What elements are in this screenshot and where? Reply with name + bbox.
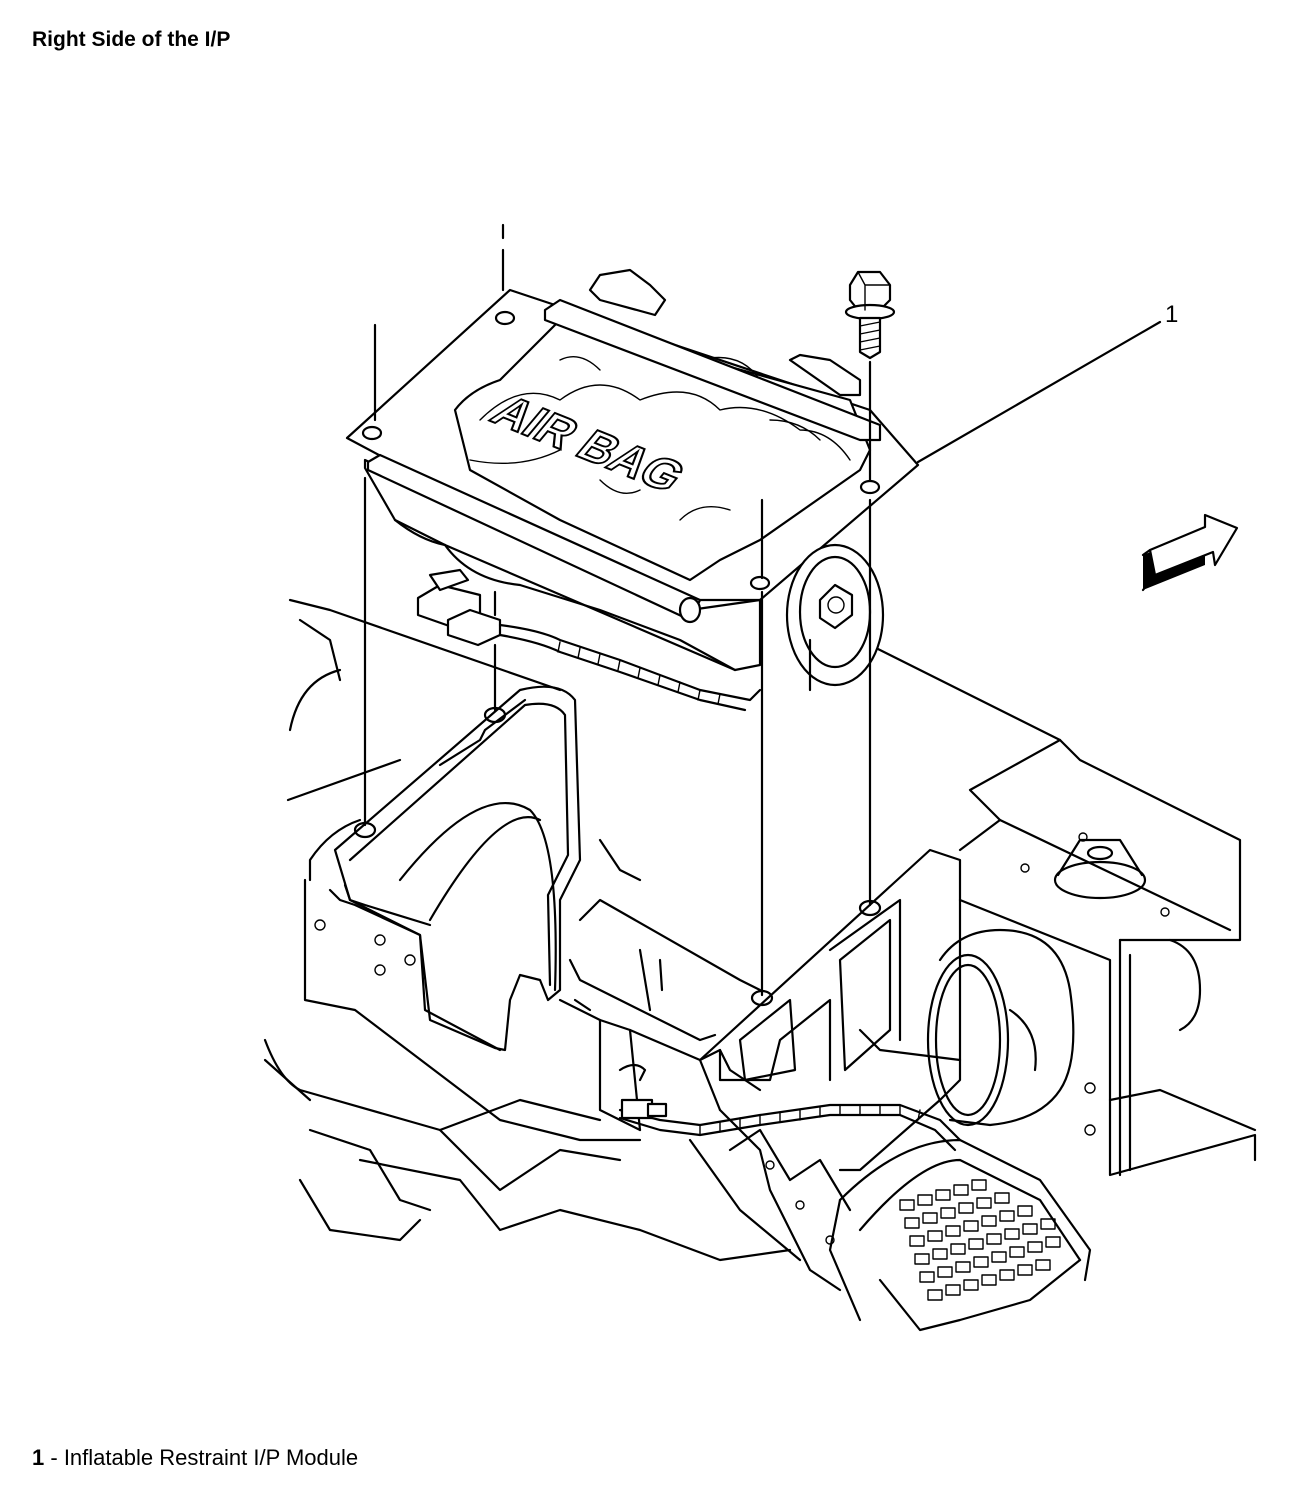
carrier-mounting-holes: [353, 706, 882, 1007]
multi-pin-connector: [828, 1138, 1092, 1332]
legend-item: 1 - Inflatable Restraint I/P Module: [32, 1445, 358, 1471]
inflatable-restraint-module: AIR BAG: [345, 268, 920, 712]
alignment-lines: [363, 223, 872, 997]
bolt-icon: [844, 270, 896, 360]
callout-1: 1: [916, 301, 1178, 464]
wiring-harness: [618, 1098, 962, 1152]
instrument-panel-structure: [263, 598, 1257, 1292]
legend-item-number: 1: [32, 1445, 45, 1470]
legend: 1 - Inflatable Restraint I/P Module: [32, 1445, 358, 1471]
vent-duct: [926, 928, 1202, 1127]
page-title: Right Side of the I/P: [32, 28, 231, 51]
legend-item-description: Inflatable Restraint I/P Module: [63, 1445, 359, 1470]
direction-arrow-icon: [1141, 513, 1239, 592]
callout-number: 1: [1165, 301, 1178, 328]
legend-item-separator: -: [44, 1445, 64, 1470]
